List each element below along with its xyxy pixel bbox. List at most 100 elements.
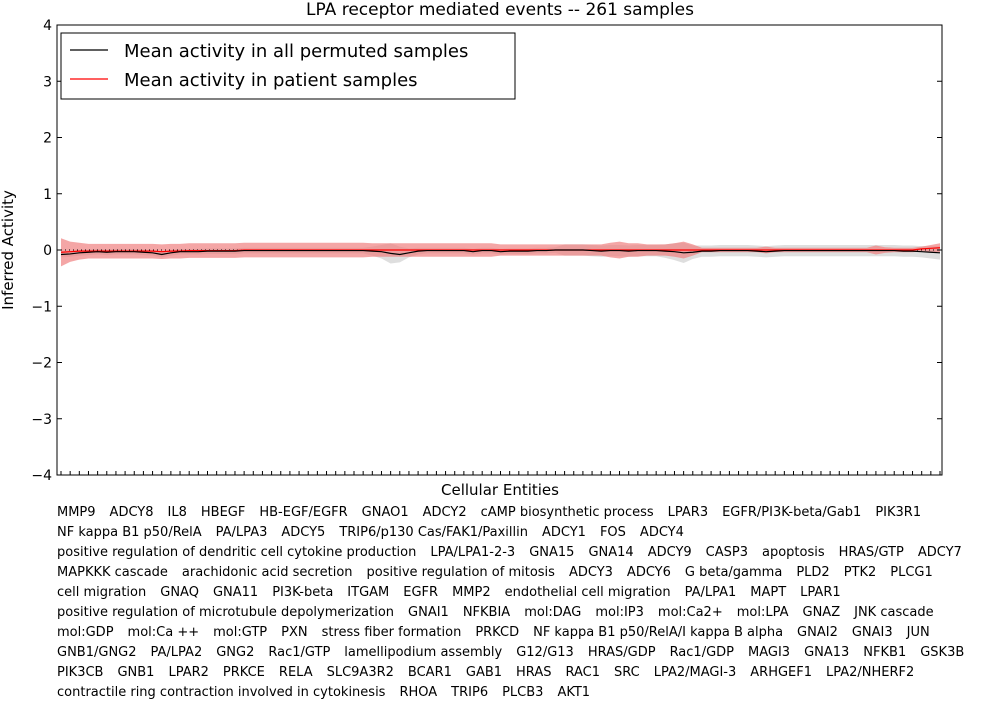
x-tick-label: positive regulation of microtubule depol… <box>57 605 395 620</box>
x-ticks <box>60 471 941 475</box>
x-tick-label: endothelial cell migration <box>504 585 671 600</box>
line-permuted <box>60 249 941 256</box>
y-tick-label: 3 <box>43 74 52 90</box>
x-tick-label: PTK2 <box>843 565 877 580</box>
x-tick-label: ADCY6 <box>626 565 671 580</box>
x-tick-label: cell migration <box>57 585 147 600</box>
x-tick-label: GNAQ <box>160 585 199 600</box>
x-tick-label: ADCY1 <box>541 525 586 540</box>
legend-label-patient: Mean activity in patient samples <box>124 70 418 91</box>
x-tick-label: MAPT <box>750 585 787 600</box>
y-axis-label: Inferred Activity <box>0 190 17 310</box>
x-tick-label: FOS <box>599 525 626 540</box>
x-tick-label: mol:IP3 <box>595 605 644 620</box>
x-tick-label: LPAR2 <box>168 665 209 680</box>
legend: Mean activity in all permuted samples Me… <box>60 32 516 100</box>
y-tick-label: 2 <box>43 131 52 147</box>
x-tick-label: arachidonic acid secretion <box>181 565 353 580</box>
x-tick-label: PA/LPA1 <box>684 585 737 600</box>
x-tick-label: GNAI1 <box>408 605 449 620</box>
x-tick-label: RHOA <box>399 685 438 700</box>
x-tick-label: JNK cascade <box>854 605 934 620</box>
x-tick-label: HB-EGF/EGFR <box>259 505 348 520</box>
x-tick-label: ADCY9 <box>647 545 692 560</box>
x-tick-label: GNG2 <box>216 645 255 660</box>
x-tick-label: RELA <box>278 665 313 680</box>
x-tick-label: G beta/gamma <box>684 565 783 580</box>
x-tick-label: G12/G13 <box>516 645 574 660</box>
x-tick-label: Rac1/GTP <box>268 645 331 660</box>
x-tick-label: LPA/LPA1-2-3 <box>430 545 516 560</box>
x-tick-label: AKT1 <box>557 685 591 700</box>
x-tick-label: MMP9 <box>57 505 96 520</box>
x-tick-label: GNAI3 <box>851 625 893 640</box>
x-tick-label: TRIP6 <box>451 685 489 700</box>
x-tick-label: PA/LPA2 <box>150 645 203 660</box>
series-lines <box>57 247 942 256</box>
legend-box <box>60 32 516 100</box>
x-tick-label: HBEGF <box>200 505 246 520</box>
x-tick-label: LPA2/NHERF2 <box>826 665 915 680</box>
x-tick-label: PRKCE <box>222 665 265 680</box>
x-tick-label: PLCG1 <box>890 565 933 580</box>
x-tick-label: NF kappa B1 p50/RelA <box>57 525 202 540</box>
x-tick-label: stress fiber formation <box>321 625 462 640</box>
x-tick-label: JUN <box>906 625 930 640</box>
x-tick-label: PRKCD <box>475 625 520 640</box>
x-tick-label: positive regulation of dendritic cell cy… <box>57 545 417 560</box>
x-tick-label: GNA14 <box>588 545 634 560</box>
x-tick-label: IL8 <box>167 505 187 520</box>
x-tick-label: RAC1 <box>565 665 600 680</box>
x-tick-label: PLCB3 <box>502 685 544 700</box>
x-tick-label: CASP3 <box>705 545 748 560</box>
x-tick-label: MMP2 <box>452 585 491 600</box>
x-tick-label: PLD2 <box>796 565 830 580</box>
x-tick-label: NFKBIA <box>462 605 511 620</box>
x-tick-label: LPAR1 <box>800 585 841 600</box>
x-tick-label: HRAS <box>516 665 552 680</box>
chart-title: LPA receptor mediated events -- 261 samp… <box>306 0 694 20</box>
x-tick-label: ADCY5 <box>281 525 326 540</box>
x-tick-label: GNA11 <box>212 585 259 600</box>
x-tick-label: GNA15 <box>529 545 575 560</box>
x-tick-label: PA/LPA3 <box>215 525 268 540</box>
y-tick-label: −2 <box>31 356 52 372</box>
x-tick-label: mol:Ca ++ <box>127 625 200 640</box>
y-tick-label: −3 <box>31 412 52 428</box>
chart: LPA receptor mediated events -- 261 samp… <box>0 0 943 499</box>
x-tick-label: GAB1 <box>465 665 503 680</box>
x-tick-label: ADCY7 <box>917 545 962 560</box>
x-tick-label: MAGI3 <box>748 645 791 660</box>
x-tick-label: GNA13 <box>804 645 850 660</box>
x-tick-label: ADCY4 <box>639 525 684 540</box>
y-tick-label: −1 <box>31 299 52 315</box>
x-tick-label: BCAR1 <box>407 665 452 680</box>
x-tick-label: GSK3B <box>920 645 965 660</box>
x-tick-label: mol:GDP <box>57 625 114 640</box>
x-tick-label: EGFR/PI3K-beta/Gab1 <box>722 505 862 520</box>
x-tick-label: positive regulation of mitosis <box>366 565 555 580</box>
x-tick-label: MAPKKK cascade <box>57 565 168 580</box>
x-tick-label: LPAR3 <box>667 505 709 520</box>
x-tick-label: mol:Ca2+ <box>657 605 723 620</box>
x-tick-label: SRC <box>614 665 640 680</box>
x-tick-label: NFKB1 <box>863 645 907 660</box>
x-tick-label: ITGAM <box>347 585 390 600</box>
x-tick-label: PXN <box>281 625 308 640</box>
x-tick-label: ADCY2 <box>422 505 467 520</box>
plot-frame <box>56 24 943 476</box>
x-tick-label: Rac1/GDP <box>669 645 734 660</box>
y-tick-label: −4 <box>31 468 52 484</box>
y-tick-label: 4 <box>43 18 52 34</box>
x-tick-label: PI3K-beta <box>272 585 334 600</box>
x-tick-label: contractile ring contraction involved in… <box>57 685 386 700</box>
x-axis-label: Cellular Entities <box>441 481 559 499</box>
x-tick-label: apoptosis <box>762 545 825 560</box>
x-tick-label: PIK3CB <box>57 665 104 680</box>
x-tick-label: TRIP6/p130 Cas/FAK1/Paxillin <box>339 525 528 540</box>
x-tick-label: mol:GTP <box>213 625 268 640</box>
x-tick-label: ARHGEF1 <box>750 665 813 680</box>
x-tick-label: lamellipodium assembly <box>344 645 503 660</box>
legend-label-permuted: Mean activity in all permuted samples <box>124 41 468 62</box>
